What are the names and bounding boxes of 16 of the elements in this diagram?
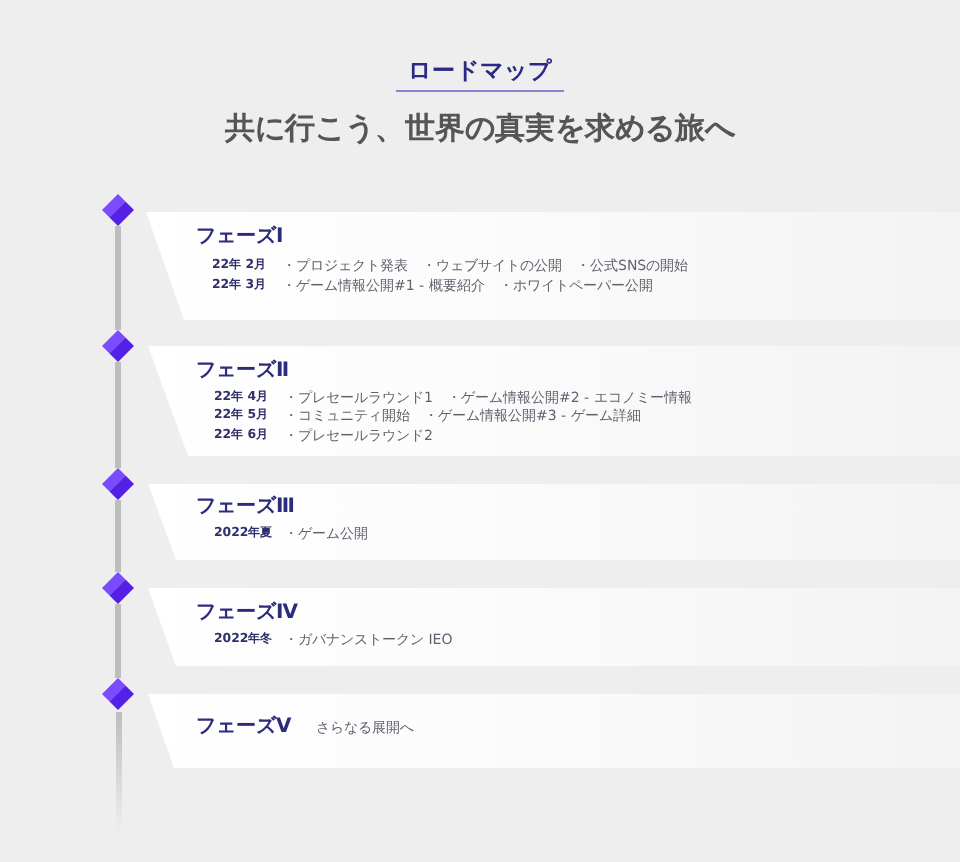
title: ロードマップ [396, 56, 564, 92]
timeline-line [115, 226, 121, 330]
timeline-diamond [102, 678, 134, 710]
timeline-diamond [102, 194, 134, 226]
phase-heading: フェーズⅤ [196, 716, 292, 740]
timeline-line [115, 362, 121, 468]
phase-heading: フェーズⅠ [196, 226, 284, 250]
phase-heading: フェーズⅢ [196, 496, 295, 520]
phase-heading: フェーズⅡ [196, 360, 290, 384]
subtitle: 共に行こう、世界の真実を求める旅へ [225, 110, 735, 146]
timeline-diamond [102, 330, 134, 362]
timeline-line [115, 500, 121, 572]
timeline-diamond [102, 572, 134, 604]
phase-heading: フェーズⅣ [196, 602, 298, 626]
timeline-line [115, 604, 121, 678]
timeline-diamond [102, 468, 134, 500]
